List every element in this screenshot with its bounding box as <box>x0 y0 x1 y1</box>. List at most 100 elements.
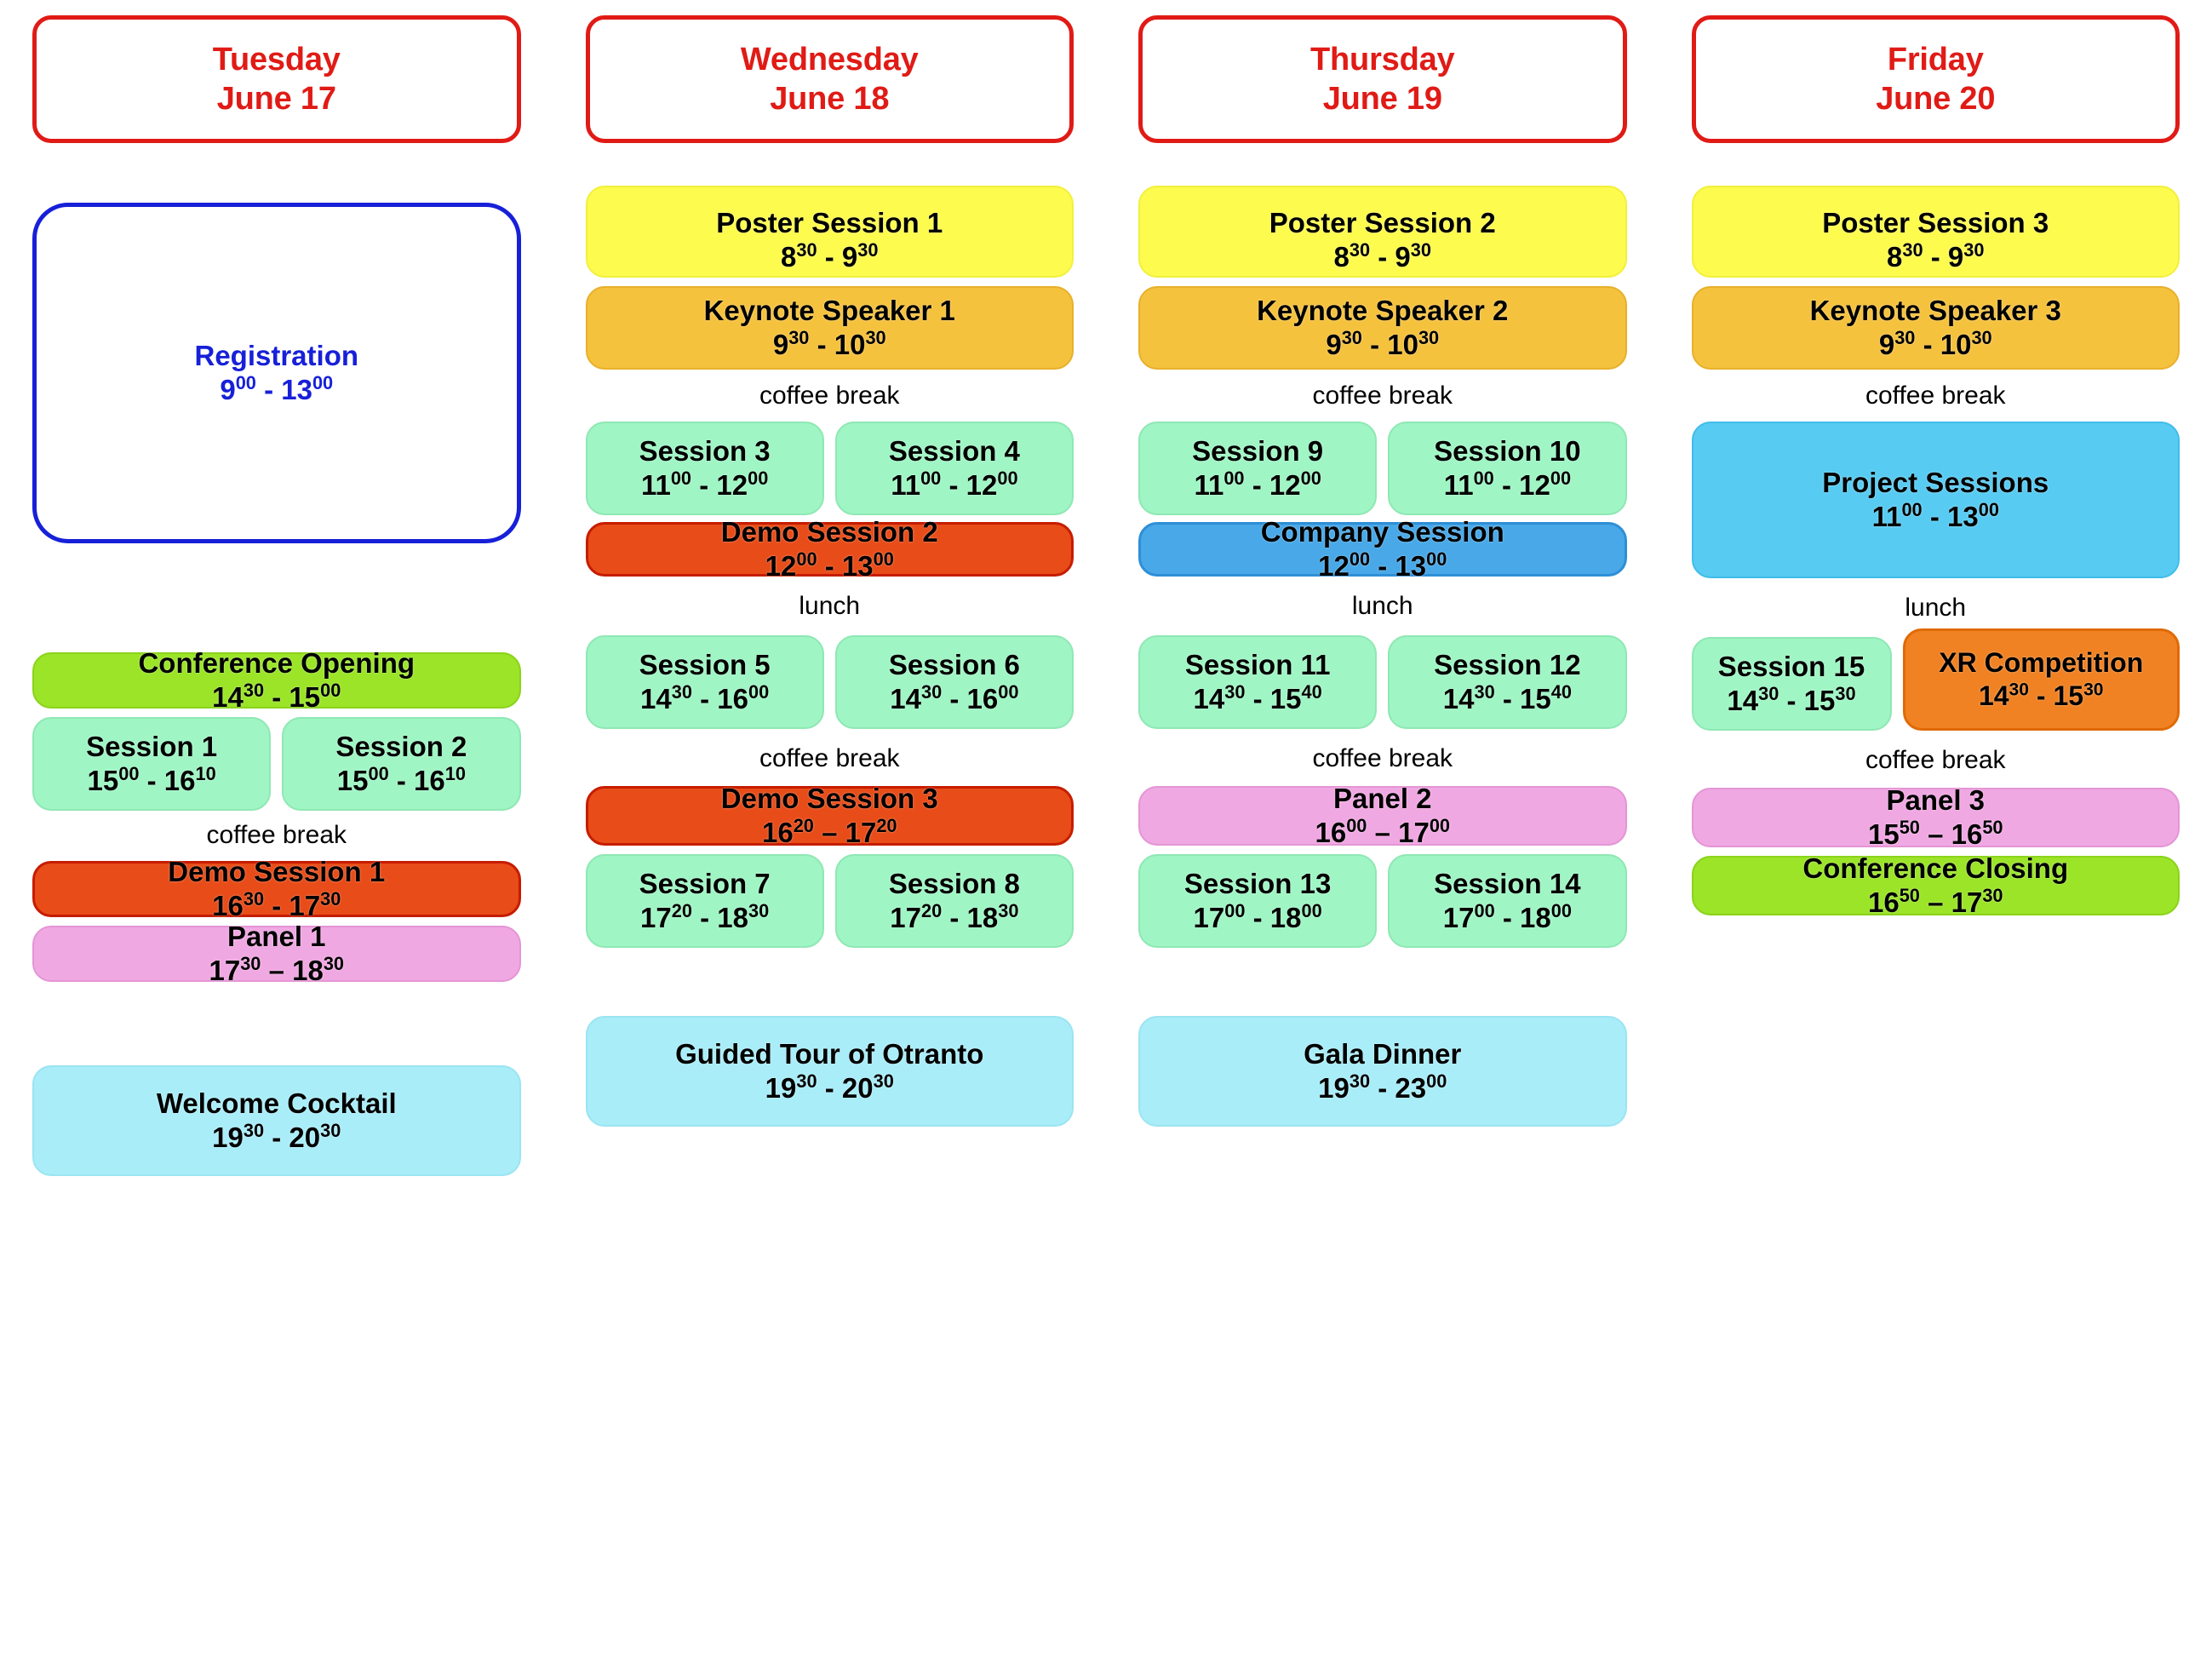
session-block[interactable]: Session 12 1430 - 1540 <box>1388 635 1627 729</box>
block-title: Poster Session 2 <box>1269 207 1496 238</box>
block-time: 1430 - 1540 <box>1193 681 1322 714</box>
evening-event-block[interactable]: Welcome Cocktail 1930 - 2030 <box>32 1065 521 1176</box>
block-time: 1500 - 1610 <box>336 763 466 796</box>
project-sessions-block[interactable]: Project Sessions 1100 - 1300 <box>1691 422 2180 578</box>
block-time: 1700 - 1800 <box>1193 900 1322 933</box>
conference-opening-block[interactable]: Conference Opening 1430 - 1500 <box>32 647 521 713</box>
block-time: 830 - 930 <box>781 239 879 273</box>
block-title: Demo Session 3 <box>720 782 938 814</box>
block-title: Poster Session 1 <box>716 207 943 238</box>
block-title: Session 4 <box>888 434 1020 467</box>
session-pair-row: Session 11 1430 - 1540 Session 12 1430 -… <box>1138 635 1627 729</box>
block-time: 1100 - 1200 <box>1443 468 1572 501</box>
session-block[interactable]: Session 8 1720 - 1830 <box>834 854 1074 948</box>
lunch-label: lunch <box>799 592 861 620</box>
lunch-label: lunch <box>1351 592 1413 620</box>
demo-session-block[interactable]: Demo Session 1 1630 - 1730 <box>32 856 521 921</box>
block-title: Keynote Speaker 2 <box>1257 294 1509 326</box>
block-time: 1200 - 1300 <box>1318 548 1447 582</box>
keynote-speaker-block[interactable]: Keynote Speaker 2 930 - 1030 <box>1138 286 1627 370</box>
session-pair-row: Session 15 1430 - 1530 XR Competition 14… <box>1691 628 2180 731</box>
block-time: 1100 - 1200 <box>891 468 1018 501</box>
session-block[interactable]: Session 13 1700 - 1800 <box>1138 854 1378 948</box>
keynote-speaker-block[interactable]: Keynote Speaker 3 930 - 1030 <box>1691 286 2180 370</box>
block-title: Panel 2 <box>1332 782 1432 814</box>
block-title: Session 1 <box>86 730 218 762</box>
block-time: 1930 - 2300 <box>1318 1070 1447 1104</box>
block-time: 1620 – 1720 <box>761 815 897 848</box>
block-time: 1930 - 2030 <box>765 1070 894 1104</box>
session-block[interactable]: Session 14 1700 - 1800 <box>1388 854 1627 948</box>
block-time: 1700 - 1800 <box>1442 900 1572 933</box>
block-title: Conference Opening <box>138 646 415 679</box>
session-block[interactable]: Session 11 1430 - 1540 <box>1138 635 1378 729</box>
block-time: 1100 - 1200 <box>640 468 769 501</box>
block-title: Session 12 <box>1434 648 1581 680</box>
block-title: Project Sessions <box>1822 466 2049 498</box>
block-time: 1100 - 1300 <box>1871 499 1999 532</box>
block-title: Session 3 <box>639 434 771 467</box>
session-pair-row: Session 1 1500 - 1610 Session 2 1500 - 1… <box>32 717 521 811</box>
poster-session-block[interactable]: Poster Session 2 830 - 930 <box>1138 186 1627 278</box>
session-pair-row: Session 7 1720 - 1830 Session 8 1720 - 1… <box>585 854 1074 948</box>
block-time: 1650 – 1730 <box>1867 885 2003 918</box>
poster-session-block[interactable]: Poster Session 3 830 - 930 <box>1691 186 2180 278</box>
block-title: Company Session <box>1260 515 1504 548</box>
block-time: 1550 – 1650 <box>1867 817 2003 850</box>
block-time: 1720 - 1830 <box>640 900 770 933</box>
session-pair-row: Session 3 1100 - 1200 Session 4 1100 - 1… <box>585 422 1074 515</box>
lunch-label: lunch <box>1905 594 1967 622</box>
block-title: Registration <box>194 339 359 371</box>
session-pair-row: Session 13 1700 - 1800 Session 14 1700 -… <box>1138 854 1627 948</box>
evening-event-block[interactable]: Guided Tour of Otranto 1930 - 2030 <box>585 1016 1074 1127</box>
coffee-break-label: coffee break <box>1865 746 2006 774</box>
day-column-tuesday: Tuesday June 17 Registration 900 - 1300 … <box>0 0 553 1664</box>
block-time: 1200 - 1300 <box>765 548 894 582</box>
block-title: Session 10 <box>1434 434 1581 467</box>
panel-block[interactable]: Panel 2 1600 – 1700 <box>1138 783 1627 848</box>
session-block[interactable]: Session 7 1720 - 1830 <box>585 854 824 948</box>
day-header-weekday: Tuesday <box>212 41 341 77</box>
block-time: 1100 - 1200 <box>1194 468 1321 501</box>
session-block[interactable]: Session 10 1100 - 1200 <box>1388 422 1627 515</box>
conference-closing-block[interactable]: Conference Closing 1650 – 1730 <box>1691 852 2180 918</box>
block-title: Demo Session 1 <box>168 855 386 887</box>
panel-block[interactable]: Panel 1 1730 – 1830 <box>32 921 521 986</box>
day-column-friday: Friday June 20 Poster Session 3 830 - 93… <box>1659 0 2212 1664</box>
block-title: Keynote Speaker 3 <box>1809 294 2061 326</box>
session-block[interactable]: Session 1 1500 - 1610 <box>32 717 272 811</box>
session-block[interactable]: Session 15 1430 - 1530 <box>1691 637 1892 731</box>
day-header-thursday: Thursday June 19 <box>1138 15 1627 143</box>
day-header-weekday: Wednesday <box>740 41 919 77</box>
xr-competition-block[interactable]: XR Competition 1430 - 1530 <box>1902 628 2180 731</box>
session-block[interactable]: Session 9 1100 - 1200 <box>1138 422 1378 515</box>
block-title: Keynote Speaker 1 <box>703 294 955 326</box>
session-block[interactable]: Session 2 1500 - 1610 <box>282 717 521 811</box>
registration-block[interactable]: Registration 900 - 1300 <box>32 203 521 543</box>
day-header-date: June 20 <box>1876 81 1996 117</box>
coffee-break-label: coffee break <box>759 744 900 772</box>
day-column-wednesday: Wednesday June 18 Poster Session 1 830 -… <box>553 0 1107 1664</box>
session-block[interactable]: Session 3 1100 - 1200 <box>585 422 824 515</box>
block-time: 1500 - 1610 <box>87 763 216 796</box>
block-time: 830 - 930 <box>1333 239 1431 273</box>
keynote-speaker-block[interactable]: Keynote Speaker 1 930 - 1030 <box>585 286 1074 370</box>
panel-block[interactable]: Panel 3 1550 – 1650 <box>1691 784 2180 850</box>
block-title: Gala Dinner <box>1304 1037 1462 1070</box>
poster-session-block[interactable]: Poster Session 1 830 - 930 <box>585 186 1074 278</box>
company-session-block[interactable]: Company Session 1200 - 1300 <box>1138 516 1627 582</box>
demo-session-block[interactable]: Demo Session 3 1620 – 1720 <box>585 783 1074 848</box>
block-title: Session 8 <box>888 867 1020 899</box>
evening-event-block[interactable]: Gala Dinner 1930 - 2300 <box>1138 1016 1627 1127</box>
session-block[interactable]: Session 5 1430 - 1600 <box>585 635 824 729</box>
block-title: Session 7 <box>639 867 771 899</box>
block-time: 1600 – 1700 <box>1315 815 1451 848</box>
block-time: 1430 - 1600 <box>640 681 770 714</box>
session-pair-row: Session 9 1100 - 1200 Session 10 1100 - … <box>1138 422 1627 515</box>
session-block[interactable]: Session 6 1430 - 1600 <box>834 635 1074 729</box>
block-title: Session 9 <box>1192 434 1324 467</box>
demo-session-block[interactable]: Demo Session 2 1200 - 1300 <box>585 516 1074 582</box>
session-block[interactable]: Session 4 1100 - 1200 <box>834 422 1074 515</box>
day-column-thursday: Thursday June 19 Poster Session 2 830 - … <box>1106 0 1659 1664</box>
block-title: Conference Closing <box>1802 852 2069 884</box>
